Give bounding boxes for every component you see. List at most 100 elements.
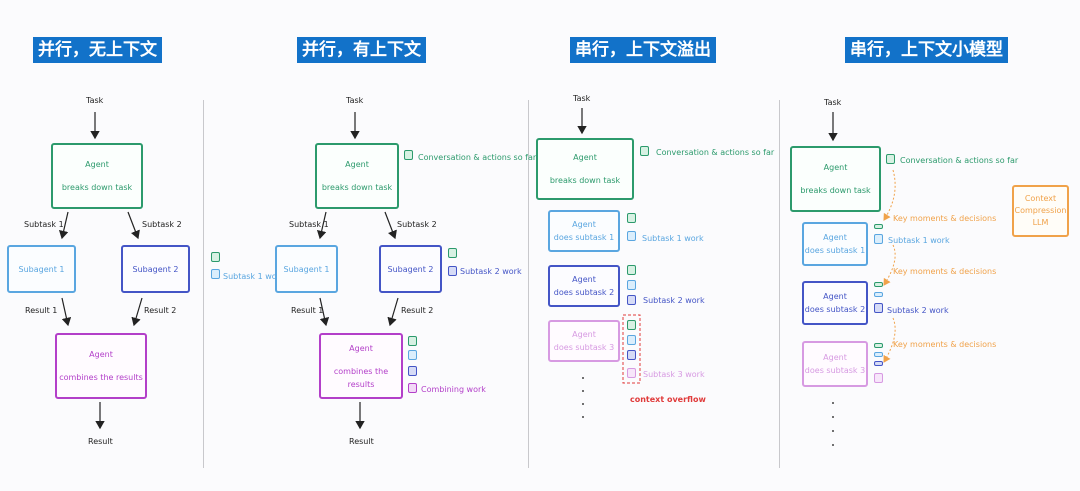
- result1-label: Result 1: [291, 306, 324, 315]
- result-label: Result: [88, 437, 113, 446]
- subtask2-agent-box: Agent does subtask 2: [802, 281, 868, 325]
- context-square-lightblue: [408, 350, 417, 360]
- compression-line3: LLM: [1032, 218, 1049, 227]
- key-moments-note: Key moments & decisions: [893, 340, 997, 349]
- agent-desc: breaks down task: [549, 176, 621, 185]
- agent-label: Agent: [89, 350, 113, 359]
- subtask2-work-note: Subtask 2 work: [887, 306, 949, 315]
- compressed-square-green: [874, 282, 883, 287]
- ellipsis-dot: [582, 377, 584, 379]
- agent-label: Agent: [345, 160, 369, 169]
- result-label: Result: [349, 437, 374, 446]
- agent-label: Agent: [823, 163, 848, 172]
- title-serial-overflow: 串行，上下文溢出: [570, 37, 716, 63]
- agent-desc: breaks down task: [800, 186, 871, 195]
- subtask1-label: Subtask 1: [289, 220, 329, 229]
- subagent1-box: Subagent 1: [7, 245, 76, 293]
- subagent1-label: Subagent 1: [18, 264, 65, 274]
- subtask2-work-note: Subtask 2 work: [460, 267, 522, 276]
- task-label: Task: [346, 96, 364, 105]
- agent-label: Agent: [572, 330, 596, 339]
- subagent2-label: Subagent 2: [387, 264, 434, 274]
- ellipsis-dot: [582, 390, 584, 392]
- arrow: [883, 317, 896, 363]
- context-square-purple: [408, 383, 417, 393]
- agent-box: Agent breaks down task: [315, 143, 399, 209]
- subtask1-agent-box: Agent does subtask 1: [548, 210, 620, 252]
- ellipsis-dot: [832, 402, 834, 404]
- ellipsis-dot: [582, 416, 584, 418]
- context-square-green: [640, 146, 649, 156]
- context-square-lightpurple: [627, 368, 636, 378]
- combiner-box: Agent combines the results: [55, 333, 147, 399]
- task-label: Task: [824, 98, 842, 107]
- overflow-box: [622, 314, 641, 384]
- context-square-lightblue: [211, 269, 220, 279]
- context-square-darkblue: [627, 295, 636, 305]
- arrow: [319, 297, 330, 327]
- subagent2-box: Subagent 2: [379, 245, 442, 293]
- agent-label: Agent: [823, 233, 847, 242]
- conversation-note: Conversation & actions so far: [656, 148, 775, 157]
- agent-label: Agent: [349, 343, 373, 353]
- subtask1-work-note: Subtask 1 work: [642, 234, 704, 243]
- title-parallel-with-context: 并行，有上下文: [297, 37, 426, 63]
- result1-label: Result 1: [25, 306, 58, 315]
- ellipsis-dot: [832, 444, 834, 446]
- subtask-desc: does subtask 1: [553, 233, 615, 242]
- context-square-green: [408, 336, 417, 346]
- subtask2-label: Subtask 2: [142, 220, 182, 229]
- subtask3-work-note: Subtask 3 work: [643, 370, 705, 379]
- divider: [528, 100, 529, 468]
- agent-label: Agent: [573, 153, 597, 162]
- context-square-lightblue: [627, 231, 636, 241]
- context-square-green: [627, 320, 636, 330]
- agent-label: Agent: [823, 353, 847, 362]
- combiner-desc: combines the results: [59, 373, 143, 382]
- subtask3-agent-box: Agent does subtask 3: [548, 320, 620, 362]
- subagent1-label: Subagent 1: [283, 264, 330, 274]
- compression-line2: Compression: [1014, 206, 1067, 215]
- subtask-desc: does subtask 3: [804, 366, 866, 375]
- context-overflow-label: context overflow: [630, 395, 706, 404]
- arrow: [316, 211, 327, 240]
- conversation-note: Conversation & actions so far: [418, 153, 537, 162]
- result2-label: Result 2: [401, 306, 434, 315]
- context-square-lightblue: [627, 280, 636, 290]
- subagent1-box: Subagent 1: [275, 245, 338, 293]
- subagent2-label: Subagent 2: [132, 264, 179, 274]
- arrow: [131, 297, 143, 327]
- agent-box: Agent breaks down task: [51, 143, 143, 209]
- context-square-green: [404, 150, 413, 160]
- context-square-lightblue: [627, 335, 636, 345]
- key-moments-note: Key moments & decisions: [893, 267, 997, 276]
- context-compression-llm-box: Context Compression LLM: [1012, 185, 1069, 237]
- result2-label: Result 2: [144, 306, 177, 315]
- title-parallel-no-context: 并行，无上下文: [33, 37, 162, 63]
- subtask2-agent-box: Agent does subtask 2: [548, 265, 620, 307]
- context-square-darkblue: [408, 366, 417, 376]
- arrow: [127, 211, 140, 240]
- context-square-green: [627, 265, 636, 275]
- subtask2-work-note: Subtask 2 work: [643, 296, 705, 305]
- agent-label: Agent: [572, 275, 596, 284]
- subtask1-work-note: Subtask 1 work: [888, 236, 950, 245]
- divider: [203, 100, 204, 468]
- arrow: [883, 244, 896, 286]
- context-square-green: [627, 213, 636, 223]
- compressed-square-green: [874, 224, 883, 229]
- arrow: [61, 297, 72, 327]
- agent-box: Agent breaks down task: [536, 138, 634, 200]
- subtask-desc: does subtask 3: [553, 343, 615, 352]
- title-serial-compression: 串行，上下文小模型: [845, 37, 1008, 63]
- agent-desc: breaks down task: [61, 183, 133, 192]
- combiner-desc: combines the results: [333, 366, 389, 389]
- combiner-box: Agent combines the results: [319, 333, 403, 399]
- arrow: [387, 297, 399, 327]
- subagent2-box: Subagent 2: [121, 245, 190, 293]
- subtask-desc: does subtask 2: [553, 288, 615, 297]
- divider: [779, 100, 780, 468]
- task-label: Task: [573, 94, 591, 103]
- key-moments-note: Key moments & decisions: [893, 214, 997, 223]
